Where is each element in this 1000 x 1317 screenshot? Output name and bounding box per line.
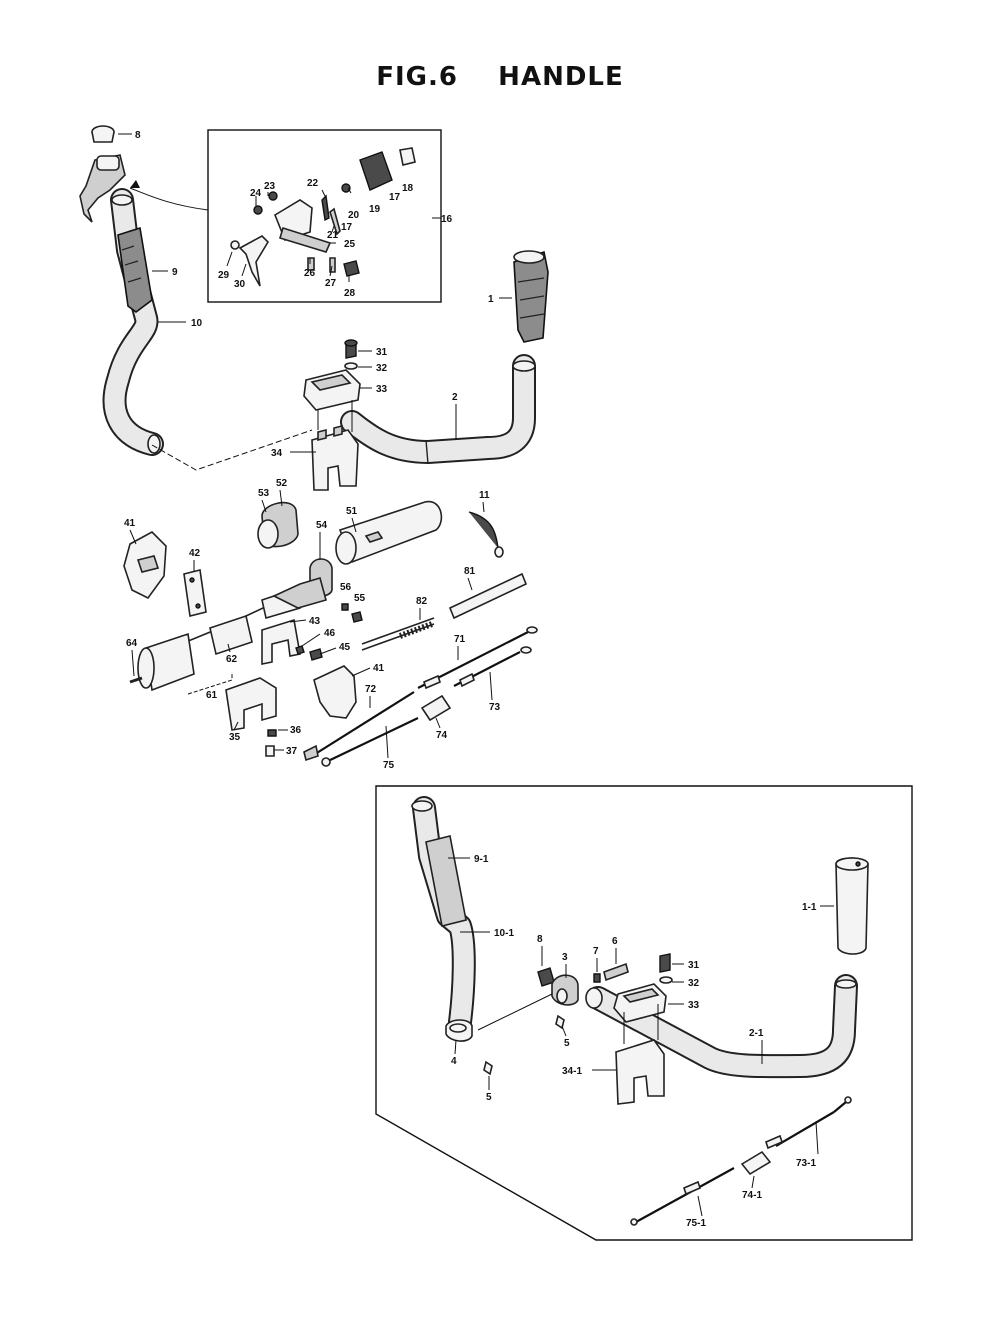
label-2-1: 2-1 [749, 1028, 764, 1039]
label-75-1: 75-1 [686, 1218, 706, 1229]
label-75: 75 [383, 760, 395, 771]
label-37: 37 [286, 746, 298, 757]
label-35: 35 [229, 732, 241, 743]
label-19: 19 [369, 204, 381, 215]
label-6: 6 [612, 936, 618, 947]
label-32: 32 [376, 363, 388, 374]
label-73: 73 [489, 702, 501, 713]
label-43: 43 [309, 616, 321, 627]
label-34-1: 34-1 [562, 1066, 582, 1077]
label-74: 74 [436, 730, 448, 741]
label-30: 30 [234, 279, 246, 290]
label-9-1: 9-1 [474, 854, 489, 865]
label-29: 29 [218, 270, 230, 281]
cables [303, 626, 538, 767]
inset-label-33: 33 [688, 1000, 700, 1011]
label-41b: 41 [373, 663, 385, 674]
label-53: 53 [258, 488, 270, 499]
throttle-inset-parts [230, 147, 416, 287]
label-17a: 17 [341, 222, 353, 233]
label-1-1: 1-1 [802, 902, 817, 913]
label-31: 31 [376, 347, 388, 358]
label-23: 23 [264, 181, 276, 192]
cap-8-body [91, 131, 115, 143]
figure-title: FIG.6 HANDLE [376, 62, 624, 92]
clamp-assembly [151, 339, 361, 491]
label-7: 7 [593, 946, 599, 957]
label-71: 71 [454, 634, 466, 645]
label-41a: 41 [124, 518, 136, 529]
label-25: 25 [344, 239, 356, 250]
label-34: 34 [271, 448, 283, 459]
inset-label-31: 31 [688, 960, 700, 971]
inset-label-8: 8 [537, 934, 543, 945]
throttle-housing [96, 155, 120, 171]
throttle-assembly [79, 125, 126, 223]
label-16: 16 [441, 214, 453, 225]
label-45: 45 [339, 642, 351, 653]
label-81: 81 [464, 566, 476, 577]
label-3: 3 [562, 952, 568, 963]
label-52: 52 [276, 478, 288, 489]
label-21: 21 [327, 230, 339, 241]
left-handle-tube [102, 188, 164, 456]
throttle-inset-frame [207, 129, 442, 303]
label-36: 36 [290, 725, 302, 736]
label-1: 1 [488, 294, 494, 305]
label-56: 56 [340, 582, 352, 593]
label-8: 8 [135, 130, 141, 141]
label-64: 64 [126, 638, 138, 649]
label-82: 82 [416, 596, 428, 607]
label-55: 55 [354, 593, 366, 604]
label-2: 2 [452, 392, 458, 403]
label-17b: 17 [389, 192, 401, 203]
label-10: 10 [191, 318, 203, 329]
label-33: 33 [376, 384, 388, 395]
label-28: 28 [344, 288, 356, 299]
label-4: 4 [451, 1056, 457, 1067]
label-5b: 5 [486, 1092, 492, 1103]
label-62: 62 [226, 654, 238, 665]
label-27: 27 [325, 278, 337, 289]
label-24: 24 [250, 188, 262, 199]
label-61: 61 [206, 690, 218, 701]
label-42: 42 [189, 548, 201, 559]
middle-assembly [123, 500, 528, 757]
label-26: 26 [304, 268, 316, 279]
label-46: 46 [324, 628, 336, 639]
label-9: 9 [172, 267, 178, 278]
label-51: 51 [346, 506, 358, 517]
left-grip-9 [117, 226, 153, 313]
right-grip-1 [513, 250, 549, 343]
label-5a: 5 [564, 1038, 570, 1049]
label-11: 11 [479, 490, 490, 501]
label-18: 18 [402, 183, 414, 194]
alternate-handle-inset-frame [375, 785, 913, 1241]
label-22: 22 [307, 178, 319, 189]
label-10-1: 10-1 [494, 928, 514, 939]
label-54: 54 [316, 520, 328, 531]
label-20: 20 [348, 210, 360, 221]
throttle-lever [79, 154, 126, 223]
right-handle-tube-2 [340, 354, 536, 465]
label-74-1: 74-1 [742, 1190, 762, 1201]
alternate-handle-parts [411, 796, 869, 1226]
inset-label-32: 32 [688, 978, 700, 989]
label-73-1: 73-1 [796, 1158, 816, 1169]
label-72: 72 [365, 684, 377, 695]
